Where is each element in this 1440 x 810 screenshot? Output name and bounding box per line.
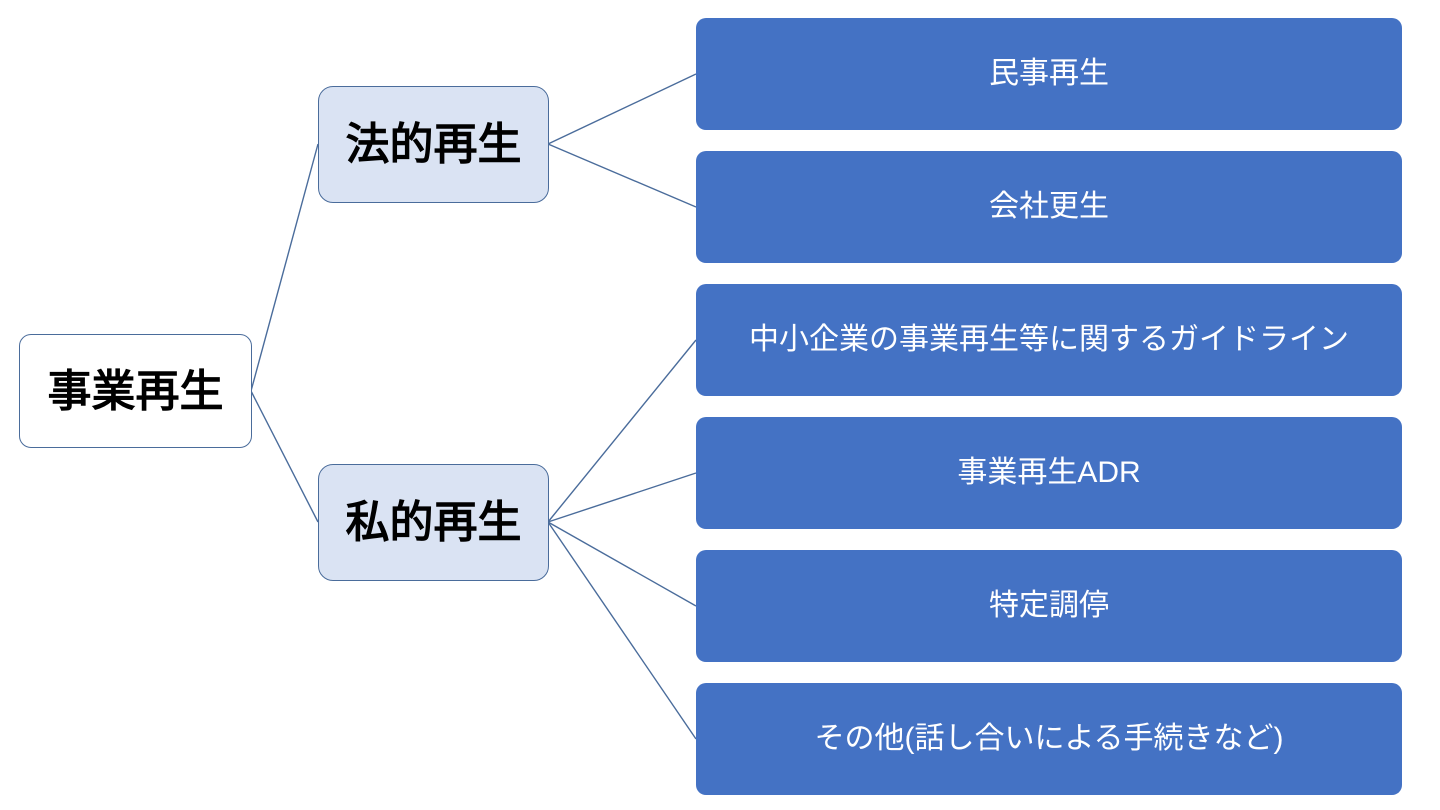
leaf-node-corporate-reorganization: 会社更生 — [696, 151, 1402, 263]
branch-node-label: 私的再生 — [345, 498, 522, 547]
leaf-node-other-procedures: その他(話し合いによる手続きなど) — [696, 683, 1402, 795]
leaf-node-label: 事業再生ADR — [957, 456, 1141, 490]
branch-node-label: 法的再生 — [345, 120, 522, 169]
leaf-node-label: 中小企業の事業再生等に関するガイドライン — [749, 323, 1349, 357]
leaf-node-label: 特定調停 — [989, 589, 1109, 623]
branch-node-legal-revitalization: 法的再生 — [318, 86, 549, 203]
leaf-node-label: その他(話し合いによる手続きなど) — [814, 722, 1284, 756]
connector-root-to-private — [250, 390, 319, 523]
connector-legal-to-leaf-1 — [547, 143, 697, 208]
leaf-node-civil-rehabilitation: 民事再生 — [696, 18, 1402, 130]
root-node-business-revitalization: 事業再生 — [19, 334, 252, 448]
leaf-node-specified-conciliation: 特定調停 — [696, 550, 1402, 662]
connector-legal-to-leaf-0 — [547, 73, 697, 145]
connector-private-to-leaf-3 — [547, 472, 697, 523]
leaf-node-business-revitalization-adr: 事業再生ADR — [696, 417, 1402, 529]
connector-private-to-leaf-2 — [547, 339, 697, 523]
leaf-node-label: 会社更生 — [989, 190, 1109, 224]
connector-root-to-legal — [250, 143, 319, 392]
branch-node-private-revitalization: 私的再生 — [318, 464, 549, 581]
root-node-label: 事業再生 — [47, 366, 224, 416]
connector-private-to-leaf-5 — [547, 521, 697, 740]
leaf-node-label: 民事再生 — [989, 57, 1109, 91]
connector-private-to-leaf-4 — [547, 521, 697, 607]
leaf-node-sme-guidelines: 中小企業の事業再生等に関するガイドライン — [696, 284, 1402, 396]
